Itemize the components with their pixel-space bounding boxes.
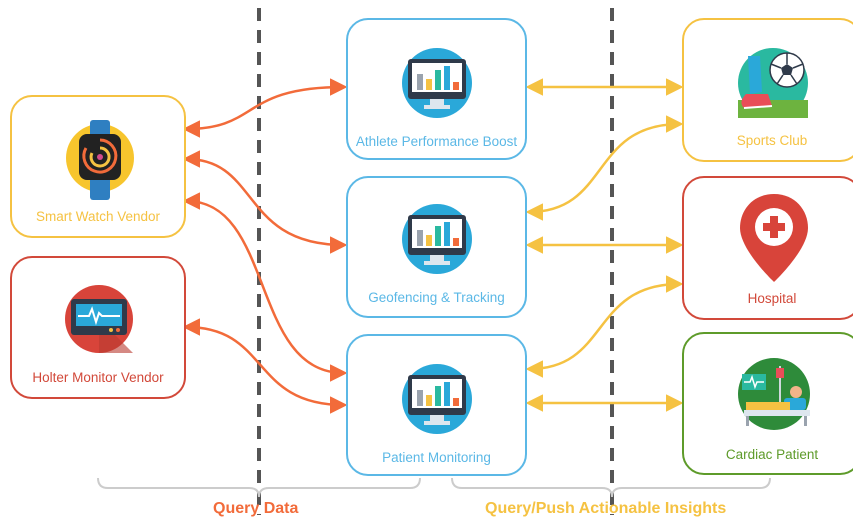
arrow-patient-hospital xyxy=(525,275,684,378)
patient-monitoring-node: Patient Monitoring xyxy=(346,334,527,476)
bracket-query-data xyxy=(97,477,421,498)
hospital-pin-icon xyxy=(740,194,808,282)
smart-watch-vendor-node: Smart Watch Vendor xyxy=(10,95,186,238)
bracket-query-push xyxy=(451,477,771,498)
hospital-node: Hospital xyxy=(682,176,853,320)
query-data-label: Query Data xyxy=(213,500,299,517)
smart-watch-icon xyxy=(66,120,134,200)
service-label-patient-monitoring: Patient Monitoring xyxy=(382,450,491,465)
vendor-label-smart-watch: Smart Watch Vendor xyxy=(35,209,161,224)
consumer-label-sports-club: Sports Club xyxy=(736,133,808,148)
patient-bed-icon xyxy=(738,358,810,430)
geofencing-tracking-node: Geofencing & Tracking xyxy=(346,176,527,318)
consumer-label-cardiac-patient: Cardiac Patient xyxy=(725,447,819,462)
sports-club-node: Sports Club xyxy=(682,18,853,162)
athlete-performance-node: Athlete Performance Boost xyxy=(346,18,527,160)
cardiac-patient-node: Cardiac Patient xyxy=(682,332,853,475)
vendor-label-holter-monitor: Holter Monitor Vendor xyxy=(32,370,164,385)
arrow-watch-athlete xyxy=(182,78,348,138)
heart-monitor-icon xyxy=(65,285,133,353)
arrow-watch-geofencing xyxy=(182,150,348,254)
analytics-monitor-icon xyxy=(402,204,472,274)
arrow-geofencing-sportsclub xyxy=(525,115,684,221)
soccer-ball-icon xyxy=(738,48,808,118)
service-label-geofencing: Geofencing & Tracking xyxy=(368,290,505,305)
analytics-monitor-icon xyxy=(402,48,472,118)
consumer-label-hospital: Hospital xyxy=(747,291,797,306)
arrow-watch-patient xyxy=(182,192,348,382)
analytics-monitor-icon xyxy=(402,364,472,434)
arrow-holter-patient xyxy=(182,318,348,414)
holter-monitor-vendor-node: Holter Monitor Vendor xyxy=(10,256,186,399)
query-push-label: Query/Push Actionable Insights xyxy=(485,500,727,517)
service-label-athlete: Athlete Performance Boost xyxy=(355,134,518,149)
